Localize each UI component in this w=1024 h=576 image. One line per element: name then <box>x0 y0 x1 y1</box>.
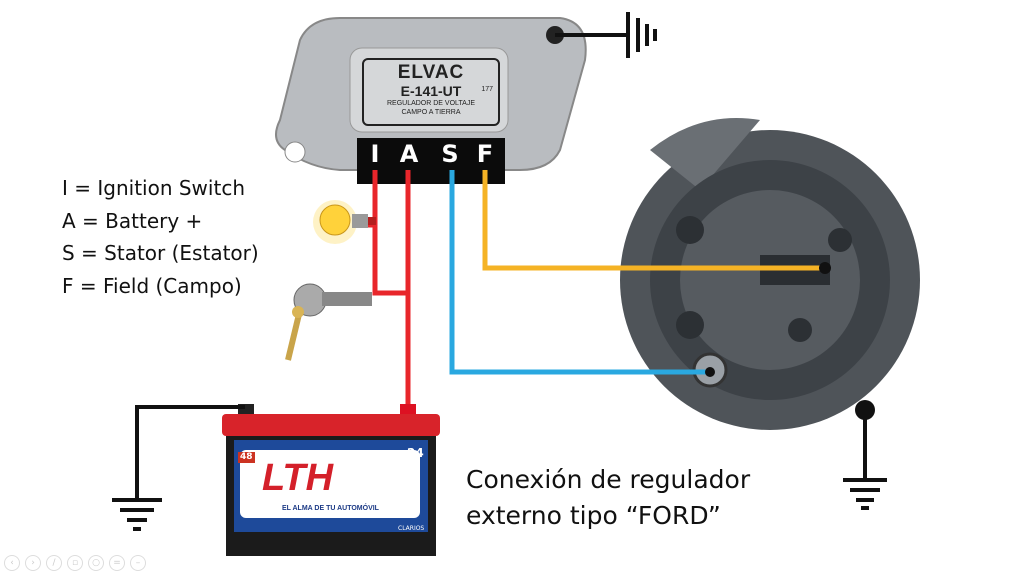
battery-maker: CLARIOS <box>398 525 425 532</box>
more-icon[interactable]: – <box>130 555 146 571</box>
wire-ignition <box>360 170 408 296</box>
title-line1: Conexión de regulador <box>466 465 751 494</box>
stator-terminal <box>705 367 715 377</box>
legend-item: F = Field (Campo) <box>62 273 242 298</box>
legend-item: A = Battery + <box>62 208 203 233</box>
battery-months: 48 <box>238 452 255 463</box>
terminal-block <box>357 138 505 184</box>
regulator-line2: CAMPO A TIERRA <box>401 109 461 116</box>
field-terminal <box>819 262 831 274</box>
regulator-number: 177 <box>481 86 493 93</box>
ignition-key-icon <box>285 283 372 361</box>
slideshow-controls: ‹ › / ▫ ○ = – <box>4 555 146 571</box>
regulator-model: E-141-UT <box>400 83 462 99</box>
terminal-legend: I = Ignition Switch A = Battery + S = St… <box>62 172 259 302</box>
regulator-brand: ELVAC <box>397 62 465 83</box>
battery-brand: LTH <box>262 457 334 499</box>
ground-symbol-battery <box>112 405 245 531</box>
terminal-s: S <box>441 140 459 168</box>
battery <box>222 404 440 556</box>
terminal-f: F <box>476 140 494 168</box>
legend-item: I = Ignition Switch <box>62 176 245 200</box>
zoom-icon[interactable]: ○ <box>88 555 104 571</box>
subtitles-icon[interactable]: = <box>109 555 125 571</box>
lightbulb-icon <box>313 200 376 244</box>
next-icon[interactable]: › <box>25 555 41 571</box>
ground-symbol-alternator <box>843 410 887 510</box>
mount-hole <box>284 141 306 163</box>
previous-icon[interactable]: ‹ <box>4 555 20 571</box>
plate-bg <box>349 47 509 133</box>
wire-field <box>482 170 825 271</box>
legend-item: S = Stator (Estator) <box>62 241 259 265</box>
ground-symbol-regulator <box>555 12 657 58</box>
pen-icon[interactable]: / <box>46 555 62 571</box>
diagram-title: Conexión de regulador externo tipo “FORD… <box>466 462 750 534</box>
terminal-i: I <box>370 140 380 168</box>
slides-icon[interactable]: ▫ <box>67 555 83 571</box>
regulator-line1: REGULADOR DE VOLTAJE <box>386 100 476 107</box>
battery-group: 24 <box>407 446 424 460</box>
title-line2: externo tipo “FORD” <box>466 501 721 530</box>
regulator-label-plate: ELVAC E-141-UT REGULADOR DE VOLTAJE CAMP… <box>362 58 500 126</box>
wire-stator <box>449 170 710 375</box>
alternator <box>620 118 920 430</box>
terminal-a: A <box>399 140 419 168</box>
battery-slogan: EL ALMA DE TU AUTOMÓVIL <box>282 505 379 512</box>
